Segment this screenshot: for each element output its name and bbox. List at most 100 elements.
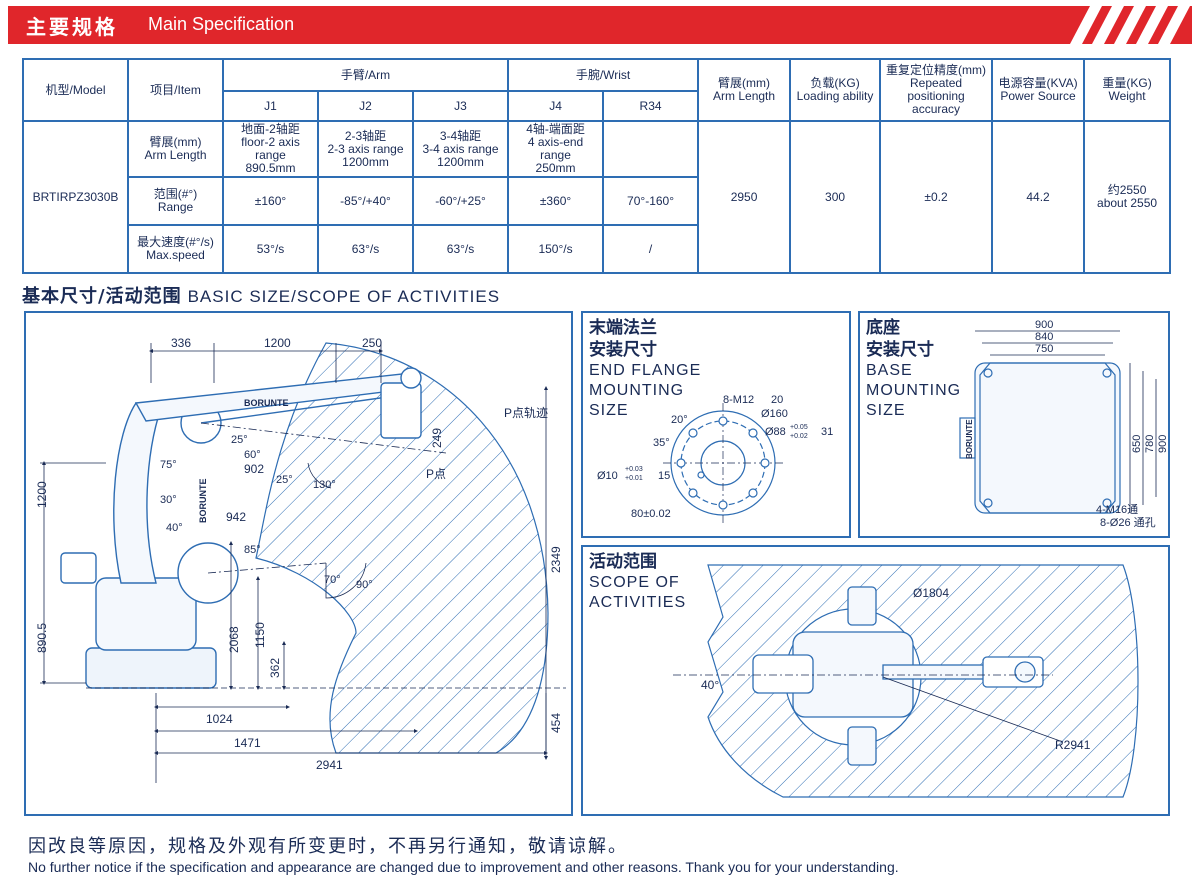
- dim-top-336: 336: [171, 336, 191, 350]
- header-title-zh: 主要规格: [26, 15, 118, 39]
- angle-30: 30°: [160, 494, 177, 506]
- dim-249: 249: [430, 428, 444, 448]
- base-dim-780: 780: [1144, 435, 1156, 453]
- row-label-arm-length: 臂展(mm)Arm Length: [127, 120, 224, 178]
- speed-j3: 63°/s: [411, 224, 510, 274]
- flange-d160: Ø160: [761, 408, 788, 420]
- load-header: 负载(KG)Loading ability: [789, 58, 882, 122]
- scope-drawing: Ø1804 40° R2941: [673, 564, 1139, 798]
- base-dim-840: 840: [1035, 331, 1053, 343]
- range-j1: ±160°: [222, 176, 319, 226]
- arm-length-r34: [602, 120, 700, 178]
- p-track-label: P点轨迹: [504, 406, 548, 420]
- flange-angle-20: 20°: [671, 414, 688, 426]
- item-header: 项目/Item: [127, 58, 224, 122]
- angle-70: 70°: [324, 574, 341, 586]
- row-label-range: 范围(#°)Range: [127, 176, 224, 226]
- angle-25-b: 25°: [276, 474, 293, 486]
- footer-zh: 因改良等原因，规格及外观有所变更时，不再另行通知，敬请谅解。: [28, 836, 628, 857]
- dim-2349: 2349: [549, 546, 563, 573]
- scope-r2941: R2941: [1055, 738, 1091, 752]
- speed-j1: 53°/s: [222, 224, 319, 274]
- dim-left-890: 890.5: [35, 623, 49, 653]
- dimension-drawing-panel: BORUNTE BORUNTE 336 1200 250: [24, 311, 573, 816]
- flange-tol-upper: +0.05: [790, 424, 808, 431]
- range-r34: 70°-160°: [602, 176, 700, 226]
- end-flange-panel: 末端法兰 安装尺寸 END FLANGE MOUNTING SIZE 8-M12…: [581, 311, 851, 538]
- angle-130: 130°: [313, 479, 336, 491]
- robot-illustration: [60, 367, 422, 689]
- scope-angle-40: 40°: [701, 678, 719, 692]
- range-j4: ±360°: [507, 176, 605, 226]
- axis-j2: J2: [317, 90, 414, 122]
- scope-panel: 活动范围 SCOPE OF ACTIVITIES Ø1804 40° R2941: [581, 545, 1170, 816]
- flange-angle-35: 35°: [653, 437, 670, 449]
- dim-2068: 2068: [227, 626, 241, 653]
- dim-1471: 1471: [234, 736, 261, 750]
- base-brand: BORUNTE: [965, 419, 974, 459]
- section-title-en: BASIC SIZE/SCOPE OF ACTIVITIES: [187, 287, 501, 306]
- base-panel: 底座 安装尺寸 BASE MOUNTING SIZE 900 840 750 6…: [858, 311, 1170, 538]
- base-dim-900: 900: [1035, 319, 1053, 331]
- accuracy-header: 重复定位精度(mm)Repeated positioning accuracy: [879, 58, 994, 122]
- flange-drawing: 8-M12 20 Ø160 Ø88 +0.05 +0.02 31 20° 35°…: [597, 394, 833, 523]
- model-header: 机型/Model: [22, 58, 129, 122]
- speed-j2: 63°/s: [317, 224, 414, 274]
- dimension-drawing: BORUNTE BORUNTE 336 1200 250: [35, 336, 566, 783]
- column-brand: BORUNTE: [198, 479, 208, 524]
- wrist-header: 手腕/Wrist: [507, 58, 700, 92]
- flange-depth-15: 15: [658, 470, 670, 482]
- base-title: 底座 安装尺寸 BASE MOUNTING SIZE: [866, 318, 962, 419]
- flange-title: 末端法兰 安装尺寸 END FLANGE MOUNTING SIZE: [589, 318, 702, 419]
- angle-90: 90°: [356, 579, 373, 591]
- scope-d1804: Ø1804: [913, 586, 949, 600]
- arm-header: 手臂/Arm: [221, 58, 510, 92]
- model-name: BRTIRPZ3030B: [22, 120, 129, 274]
- arm-length-value: 2950: [697, 120, 792, 274]
- axis-r34: R34: [602, 90, 700, 122]
- dim-top-1200: 1200: [264, 336, 291, 350]
- dim-1150: 1150: [253, 622, 267, 648]
- flange-80: 80±0.02: [631, 508, 671, 520]
- flange-d10: Ø10: [597, 470, 618, 482]
- arm-brand: BORUNTE: [244, 398, 289, 408]
- flange-tol-lower: +0.02: [790, 433, 808, 440]
- angle-60: 60°: [244, 449, 261, 461]
- footer-en: No further notice if the specification a…: [28, 859, 899, 875]
- p-point-label: P点: [426, 467, 446, 481]
- angle-75: 75°: [160, 459, 177, 471]
- base-holes-d26: 8-Ø26 通孔: [1100, 516, 1156, 529]
- flange-depth-31: 31: [821, 426, 833, 438]
- dim-left-1200: 1200: [35, 481, 49, 508]
- header-banner: 主要规格 Main Specification: [8, 6, 1192, 44]
- angle-40: 40°: [166, 522, 183, 534]
- load-value: 300: [789, 120, 882, 274]
- flange-d88: Ø88: [765, 426, 786, 438]
- header-title-en: Main Specification: [148, 14, 295, 34]
- speed-j4: 150°/s: [507, 224, 605, 274]
- angle-25-a: 25°: [231, 434, 248, 446]
- axis-j1: J1: [222, 90, 319, 122]
- dim-1024: 1024: [206, 712, 233, 726]
- base-dim-900-side: 900: [1157, 435, 1168, 453]
- base-holes-m16: 4-M16通: [1096, 503, 1138, 516]
- dim-902: 902: [244, 462, 264, 476]
- flange-depth-20: 20: [771, 394, 783, 406]
- row-label-speed: 最大速度(#°/s)Max.speed: [127, 224, 224, 274]
- range-j3: -60°/+25°: [411, 176, 510, 226]
- accuracy-value: ±0.2: [879, 120, 994, 274]
- reach-header: 臂展(mm)Arm Length: [697, 58, 792, 122]
- axis-j3: J3: [411, 90, 510, 122]
- axis-j4: J4: [507, 90, 605, 122]
- dim-362: 362: [268, 658, 282, 678]
- speed-r34: /: [602, 224, 700, 274]
- flange-m12: 8-M12: [723, 394, 754, 406]
- weight-header: 重量(KG)Weight: [1083, 58, 1172, 122]
- flange-d10-tol-lower: +0.01: [625, 475, 643, 482]
